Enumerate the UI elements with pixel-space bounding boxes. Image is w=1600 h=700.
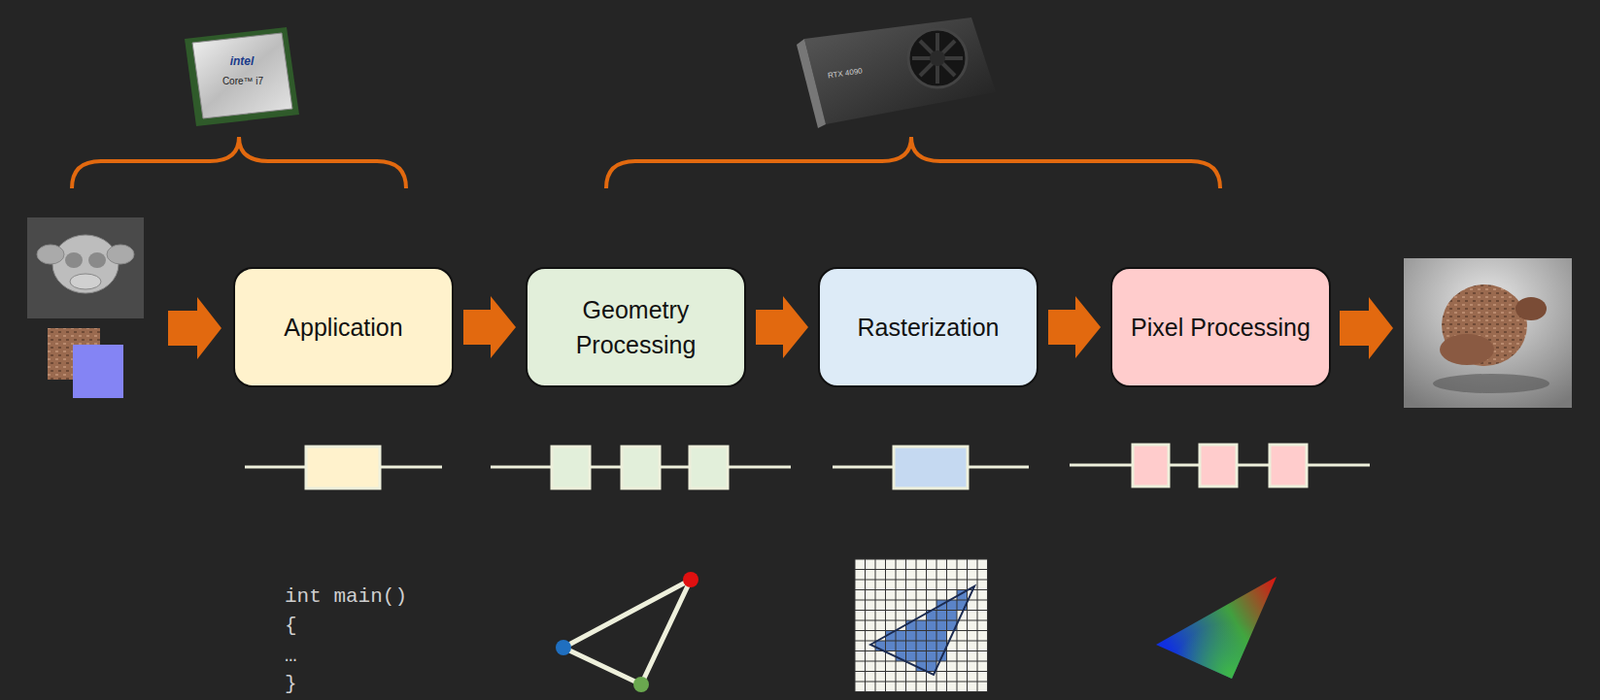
raster-cell [926,620,938,632]
raster-cell [895,641,907,652]
output-arrow [1339,297,1394,360]
raster-cell [885,641,897,652]
grid-line [854,559,856,693]
flow-arrow [755,296,809,359]
flow-arrow [463,296,516,359]
gpu-card [796,17,996,129]
pipeline-stage-box: Rasterization [817,267,1039,388]
flow-arrow [1048,296,1101,359]
pipeline-stage-box: Pixel Processing [1110,267,1331,388]
raster-cell [916,631,927,643]
grid-line [854,559,988,561]
grid-line [854,620,988,622]
raster-cell [936,611,948,622]
raster-cell [906,641,918,652]
shaded-triangle [1156,577,1277,680]
grid-line [854,630,988,632]
grid-line [854,610,988,612]
raster-cell [947,611,958,622]
raster-cell [936,631,948,643]
normal-texture [72,344,124,399]
stage-strips [244,444,1370,489]
grid-line [854,650,988,652]
raster-cell [926,641,938,652]
stage-label: Geometry Processing [541,292,731,364]
pipeline-stage-box: Application [233,267,454,388]
code-line: } [284,674,298,695]
input-arrow [168,297,222,360]
grid-line [854,569,988,571]
grid-line [854,691,988,693]
raster-cell [936,620,948,632]
grid-line [864,559,866,693]
chip-brand: intel [230,55,255,68]
raster-cell [926,651,938,663]
code-line: { [284,615,298,637]
stage-label: Application [283,309,403,345]
stage-label: Pixel Processing [1130,309,1311,345]
grid-line [854,579,988,581]
raster-grid [854,559,988,693]
raster-cell [906,651,918,663]
grid-line [966,559,968,693]
cpu-bracket [71,136,407,189]
pipeline-stage-box: Geometry Processing [525,267,747,388]
raster-triangle [870,586,975,676]
code-line: … [284,646,298,667]
gpu-bracket [606,136,1221,189]
raster-cell [906,631,918,643]
raster-cell [926,631,938,643]
code-line: int main() [284,586,408,608]
cpu-chip [184,27,300,127]
raster-cell [916,641,927,652]
output-render [1403,258,1572,409]
grid-line [895,559,897,693]
grid-line [936,559,938,693]
input-model [27,217,144,319]
vertex-triangle [555,572,699,693]
grid-line [854,681,988,683]
grid-line [854,661,988,663]
grid-line [885,559,886,693]
chip-model: Core™ i7 [222,76,264,87]
stage-label: Rasterization [857,309,1000,345]
grid-line [977,559,979,693]
grid-line [916,559,918,693]
grid-line [854,671,988,673]
raster-cell [916,651,927,663]
grid-line [946,559,948,693]
grid-line [875,559,877,693]
raster-cell [916,620,927,632]
grid-line [987,559,988,693]
raster-cell [895,631,907,643]
